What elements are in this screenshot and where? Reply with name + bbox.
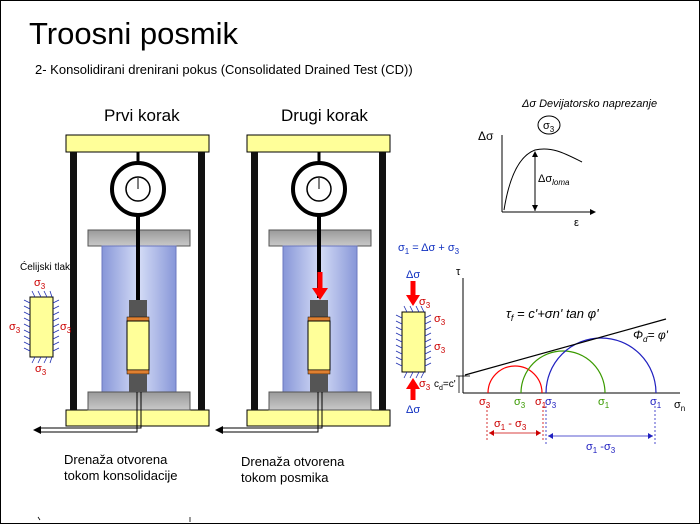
sigma1-equation: σ1 = Δσ + σ3 — [398, 242, 460, 256]
delta-sigma-bottom: Δσ — [406, 404, 420, 416]
sigma3-left: σ3 — [9, 321, 21, 335]
delta-sigma-top: Δσ — [406, 269, 420, 281]
pedestal — [129, 374, 147, 392]
slide-title: Troosni posmik — [29, 16, 239, 51]
mohr-circle-green — [520, 350, 606, 394]
cell-pressure-sample: Ćelijski tlak σ3 σ3 σ3 σ3 — [9, 260, 72, 377]
drainage-arrow-icon — [215, 426, 223, 434]
cohesion-label: cd=c' — [434, 379, 456, 392]
cell-base — [268, 391, 372, 411]
mohr-sigma1-green: σ1 — [598, 396, 610, 410]
deviator-blue-label: σ1 -σ3 — [586, 441, 616, 455]
failure-criterion: τf = c'+σn' tan φ' — [506, 306, 599, 323]
top-crossbeam — [65, 134, 210, 153]
mohr-sigma3-red: σ3 — [479, 396, 491, 410]
drain-caption-second-line1: Drenaža otvorena — [241, 454, 345, 469]
stress-strain-plot: Δσ Devijatorsko naprezanje σ3 Δσ ε Δσlom… — [478, 98, 657, 229]
strain-axis-label: ε — [574, 217, 579, 229]
peak-deviator-label: Δσloma — [538, 173, 570, 187]
step-two-label: Drugi korak — [281, 106, 368, 125]
apparatus-second-step — [215, 134, 391, 434]
top-crossbeam — [246, 134, 391, 153]
loading-cap — [310, 300, 328, 317]
apparatus-first-step — [33, 134, 210, 434]
soil-sample — [307, 320, 331, 371]
right-column — [379, 152, 386, 410]
drain-caption-first-line1: Drenaža otvorena — [64, 452, 168, 467]
mohr-diagram: τ σn τf = c'+σn' tan φ' Φd= φ' cd=c' σ3 … — [434, 266, 685, 455]
deviator-title: Δσ Devijatorsko naprezanje — [521, 98, 657, 110]
cell-base — [87, 391, 191, 411]
sigma3-bottom: σ3 — [419, 378, 431, 392]
isotropic-sample — [29, 296, 54, 358]
drain-caption-first: Drenaža otvorena tokom konsolidacije — [64, 452, 177, 484]
left-column — [251, 152, 258, 410]
stress-axis-label: Δσ — [478, 129, 494, 143]
mohr-sigma1-blue: σ1 — [650, 396, 662, 410]
sigma3-bottom: σ3 — [35, 363, 47, 377]
load-arrow-icon — [312, 288, 328, 300]
left-column — [70, 152, 77, 410]
compression-arrow-icon — [406, 295, 420, 306]
drain-caption-second-line2: tokom posmika — [241, 470, 329, 485]
sigma3-right-lower: σ3 — [434, 341, 446, 355]
mohr-circle-red — [487, 365, 543, 394]
cell-pressure-label: Ćelijski tlak — [20, 260, 71, 273]
drainage-arrow-icon — [33, 426, 41, 434]
mohr-sigma1-red: σ1 — [535, 396, 547, 410]
drain-caption-second: Drenaža otvorena tokom posmika — [241, 454, 344, 486]
loading-cap — [129, 300, 147, 317]
slide-subtitle: 2- Konsolidirani drenirani pokus (Consol… — [35, 62, 413, 77]
mohr-sigma3-blue: σ3 — [545, 396, 557, 410]
confining-label: σ3 — [543, 120, 555, 134]
pedestal — [310, 374, 328, 392]
tau-axis-label: τ — [456, 266, 461, 278]
pressure-ticks — [23, 290, 60, 364]
sigma3-top: σ3 — [34, 277, 46, 291]
mohr-sigma3-green: σ3 — [514, 396, 526, 410]
deviator-sample: σ1 = Δσ + σ3 Δσ σ3 σ3 σ3 σ3 Δσ — [395, 242, 460, 416]
confining-circle — [537, 115, 561, 135]
right-column — [198, 152, 205, 410]
sigma3-top: σ3 — [419, 296, 431, 310]
deviator-red-label: σ1 - σ3 — [494, 418, 527, 432]
compression-arrow-icon — [406, 378, 420, 389]
failure-envelope — [464, 318, 667, 376]
soil-sample — [126, 320, 150, 371]
pressure-ticks — [395, 305, 432, 379]
step-one-label: Prvi korak — [104, 106, 180, 125]
sheared-sample — [401, 311, 426, 373]
mohr-circle-blue — [545, 337, 657, 394]
sigma3-right: σ3 — [60, 321, 72, 335]
sigma-n-axis-label: σn — [674, 399, 685, 413]
drain-caption-first-line2: tokom konsolidacije — [64, 468, 178, 483]
stress-strain-curve — [503, 148, 583, 211]
sigma3-right-upper: σ3 — [434, 313, 446, 327]
friction-angle-label: Φd= φ' — [633, 328, 669, 344]
